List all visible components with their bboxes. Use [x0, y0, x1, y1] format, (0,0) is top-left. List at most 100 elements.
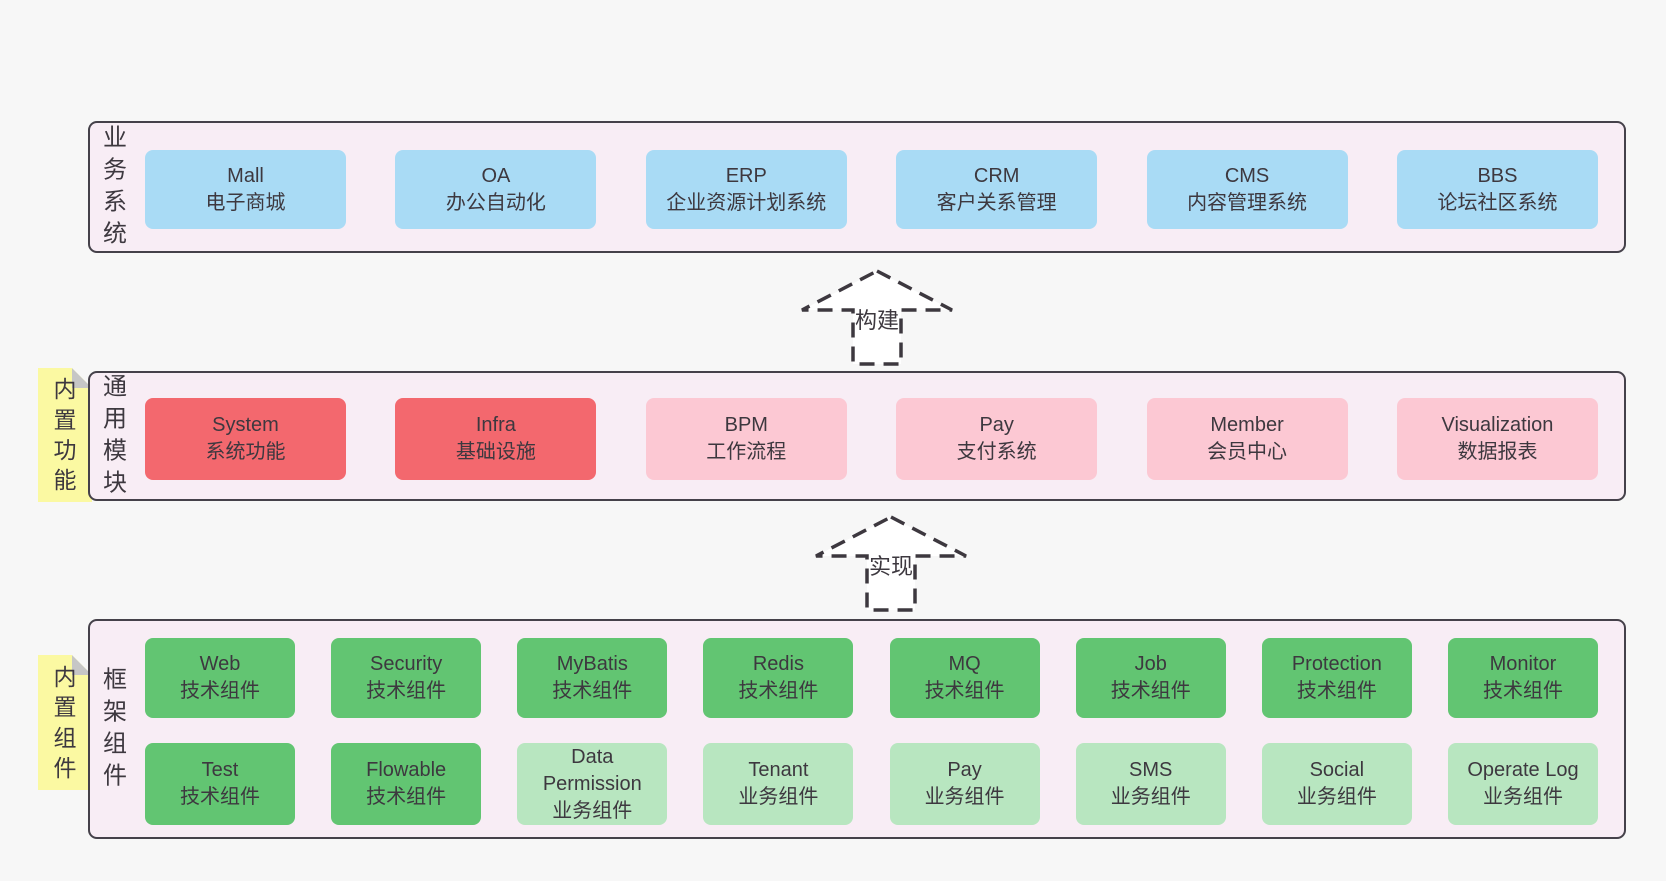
components-box-row-1: Web 技术组件 Security 技术组件 MyBatis 技术组件 Redi…	[145, 638, 1598, 718]
sticky-label: 内置功能	[53, 376, 77, 494]
up-arrow-icon: 实现	[815, 515, 967, 612]
box-subtitle: 技术组件	[1296, 680, 1377, 702]
box-subtitle: 技术组件	[180, 680, 260, 702]
box-tenant: Tenant 业务组件	[703, 743, 854, 825]
box-web: Web 技术组件	[145, 638, 295, 718]
box-title: OA	[481, 164, 511, 187]
box-oa: OA 办公自动化	[395, 150, 597, 229]
up-arrow-icon: 构建	[801, 269, 953, 366]
box-infra: Infra 基础设施	[395, 398, 597, 480]
section-label: 通用模块	[103, 373, 127, 498]
box-subtitle: 数据报表	[1457, 441, 1538, 463]
box-subtitle: 基础设施	[455, 441, 536, 463]
box-operate-log: Operate Log 业务组件	[1447, 743, 1598, 825]
box-mall: Mall 电子商城	[145, 150, 346, 229]
box-subtitle: 技术组件	[1110, 680, 1191, 702]
section-common-modules: 通用模块 System 系统功能 Infra 基础设施 BPM 工作流程 Pay…	[88, 371, 1626, 501]
box-bpm: BPM 工作流程	[645, 398, 847, 480]
box-title: Mall	[227, 164, 264, 187]
box-subtitle: 内容管理系统	[1187, 191, 1308, 214]
box-data-permission: Data Permission 业务组件	[517, 743, 668, 825]
box-protection: Protection 技术组件	[1261, 638, 1412, 718]
box-social: Social 业务组件	[1261, 743, 1412, 825]
box-subtitle: 业务组件	[1110, 786, 1191, 808]
box-title: SMS	[1129, 759, 1173, 781]
box-title: Infra	[475, 414, 516, 436]
box-subtitle: 工作流程	[706, 441, 787, 463]
sticky-note-builtin-features: 内置功能	[38, 368, 92, 502]
box-erp: ERP 企业资源计划系统	[645, 150, 847, 229]
box-title: Pay	[947, 759, 982, 781]
box-subtitle: 支付系统	[956, 441, 1037, 463]
box-subtitle: 业务组件	[1296, 786, 1377, 808]
box-title: Flowable	[366, 759, 447, 781]
box-sms: SMS 业务组件	[1075, 743, 1226, 825]
business-box-row: Mall 电子商城 OA 办公自动化 ERP 企业资源计划系统 CRM 客户关系…	[145, 150, 1598, 229]
arrow-label: 构建	[855, 308, 899, 333]
box-subtitle: 技术组件	[738, 680, 819, 702]
box-title: BBS	[1477, 164, 1518, 187]
box-test: Test 技术组件	[145, 743, 295, 825]
box-title: Social	[1309, 759, 1365, 781]
box-title: MyBatis	[556, 653, 628, 675]
box-subtitle: 技术组件	[366, 786, 447, 808]
sticky-label: 内置组件	[53, 663, 77, 781]
box-title: Operate Log	[1467, 759, 1579, 781]
box-job: Job 技术组件	[1075, 638, 1226, 718]
box-subtitle: 企业资源计划系统	[666, 191, 827, 214]
arrow-implement: 实现	[811, 512, 971, 614]
box-title: Monitor	[1489, 653, 1557, 675]
box-subtitle: 技术组件	[180, 786, 260, 808]
box-subtitle: 系统功能	[205, 441, 286, 463]
box-title: Data Permission	[542, 745, 642, 795]
box-title: MQ	[948, 653, 981, 675]
box-member: Member 会员中心	[1146, 398, 1348, 480]
box-title: Test	[201, 759, 239, 781]
box-subtitle: 技术组件	[924, 680, 1005, 702]
box-subtitle: 会员中心	[1207, 441, 1288, 463]
box-bbs: BBS 论坛社区系统	[1396, 150, 1598, 229]
box-subtitle: 电子商城	[205, 191, 286, 214]
box-title: System	[212, 414, 279, 436]
box-subtitle: 技术组件	[1482, 680, 1563, 702]
box-monitor: Monitor 技术组件	[1447, 638, 1598, 718]
box-crm: CRM 客户关系管理	[896, 150, 1098, 229]
arrow-build: 构建	[797, 266, 957, 368]
box-pay-component: Pay 业务组件	[889, 743, 1040, 825]
box-flowable: Flowable 技术组件	[331, 743, 482, 825]
box-title: Redis	[752, 653, 804, 675]
box-mq: MQ 技术组件	[889, 638, 1040, 718]
box-title: Job	[1134, 653, 1167, 675]
box-cms: CMS 内容管理系统	[1146, 150, 1348, 229]
box-title: CRM	[973, 164, 1020, 187]
box-pay-module: Pay 支付系统	[896, 398, 1098, 480]
box-title: Visualization	[1441, 414, 1554, 436]
arrow-label: 实现	[869, 554, 913, 579]
section-framework-components: 框架组件 Web 技术组件 Security 技术组件 MyBatis 技术组件…	[88, 619, 1626, 839]
box-system: System 系统功能	[145, 398, 346, 480]
box-title: Security	[370, 653, 443, 675]
box-title: Pay	[979, 414, 1014, 436]
box-subtitle: 业务组件	[552, 799, 633, 822]
box-subtitle: 客户关系管理	[936, 191, 1057, 214]
sticky-note-builtin-components: 内置组件	[38, 655, 92, 790]
box-subtitle: 技术组件	[552, 680, 633, 702]
modules-box-row: System 系统功能 Infra 基础设施 BPM 工作流程 Pay 支付系统…	[145, 398, 1598, 480]
box-visualization: Visualization 数据报表	[1396, 398, 1598, 480]
box-title: CMS	[1224, 164, 1270, 187]
box-subtitle: 业务组件	[738, 786, 819, 808]
box-title: ERP	[725, 164, 767, 187]
section-business-systems: 业务系统 Mall 电子商城 OA 办公自动化 ERP 企业资源计划系统 CRM…	[88, 121, 1626, 253]
box-title: Web	[199, 653, 241, 675]
section-label: 业务系统	[103, 124, 127, 249]
box-security: Security 技术组件	[331, 638, 482, 718]
components-box-row-2: Test 技术组件 Flowable 技术组件 Data Permission …	[145, 743, 1598, 825]
box-redis: Redis 技术组件	[703, 638, 854, 718]
box-title: Member	[1210, 414, 1284, 436]
box-title: BPM	[724, 414, 768, 436]
box-subtitle: 办公自动化	[445, 191, 546, 214]
box-mybatis: MyBatis 技术组件	[517, 638, 668, 718]
box-title: Tenant	[748, 759, 809, 781]
box-subtitle: 技术组件	[366, 680, 447, 702]
